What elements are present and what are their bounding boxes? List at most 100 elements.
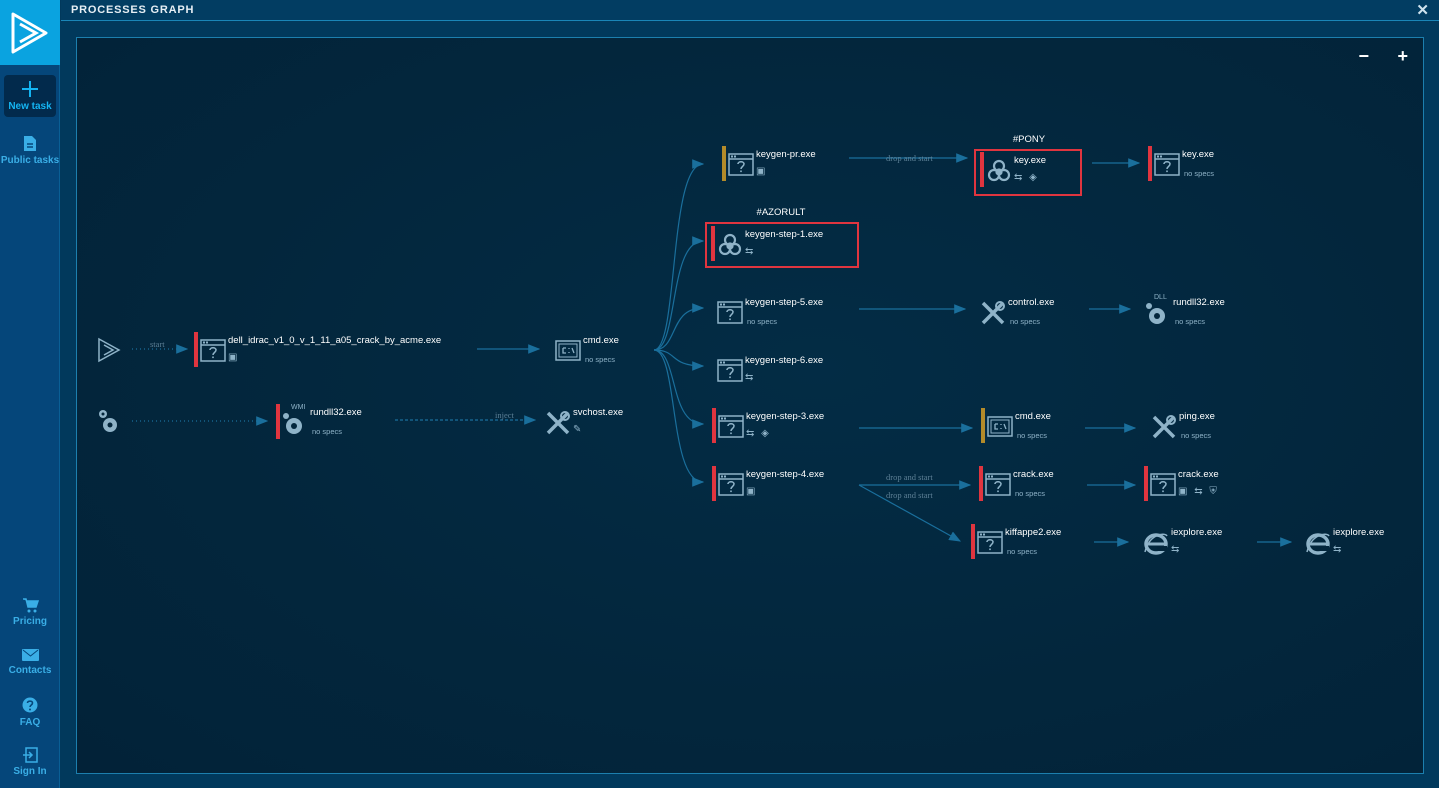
pricing-button[interactable]: Pricing: [0, 597, 60, 627]
faq-button[interactable]: FAQ: [0, 697, 60, 728]
process-name: rundll32.exe: [310, 407, 362, 418]
process-name: key.exe: [1182, 149, 1215, 160]
process-node[interactable]: cmd.exe no specs: [549, 332, 749, 368]
process-name: ping.exe: [1179, 411, 1215, 422]
process-node[interactable]: iexplore.exe ⇆: [1137, 524, 1337, 560]
threat-highlight-box: [705, 222, 859, 268]
process-graph-canvas[interactable]: − + #PONY #AZORULT start inject drop and…: [76, 37, 1424, 774]
process-name: cmd.exe: [1015, 411, 1051, 422]
window-question-icon: [717, 300, 743, 326]
zoom-in-button[interactable]: +: [1397, 46, 1408, 66]
process-node[interactable]: cmd.exe no specs: [981, 408, 1181, 444]
sidebar: New task Public tasks Pricing Contacts F…: [0, 0, 60, 788]
process-specs: no specs: [1175, 317, 1206, 326]
process-name: svchost.exe: [573, 407, 624, 418]
close-button[interactable]: ✕: [1416, 2, 1429, 19]
threat-level-bar: [711, 226, 715, 261]
process-badges: ▣: [756, 166, 768, 177]
plus-icon: [22, 81, 38, 97]
window-question-icon: [985, 472, 1011, 498]
process-badges: ⇆: [1333, 544, 1344, 555]
process-badges: ▣: [746, 486, 758, 497]
edge-label-drop-and-start: drop and start: [886, 472, 933, 482]
process-badges: ⇆: [745, 372, 756, 383]
panel-header: PROCESSES GRAPH ✕: [61, 0, 1439, 21]
process-name: cmd.exe: [583, 335, 619, 346]
sign-in-button[interactable]: Sign In: [0, 747, 60, 777]
cmd-icon: [987, 414, 1013, 440]
start-icon: [97, 337, 121, 368]
faq-label: FAQ: [19, 717, 41, 728]
process-specs: no specs: [1017, 431, 1048, 440]
edge-label-drop-and-start: drop and start: [886, 490, 933, 500]
process-node[interactable]: keygen-step-6.exe⇆: [711, 352, 911, 388]
contacts-button[interactable]: Contacts: [0, 648, 60, 676]
contacts-label: Contacts: [8, 665, 52, 676]
process-node[interactable]: crack.exe no specs: [979, 466, 1179, 502]
process-name: key.exe: [1014, 155, 1047, 166]
process-node[interactable]: iexplore.exe ⇆: [1299, 524, 1423, 560]
process-badges: ⇆: [1171, 544, 1182, 555]
logo[interactable]: [0, 0, 60, 65]
process-name: keygen-pr.exe: [756, 149, 816, 160]
process-node[interactable]: keygen-step-4.exe▣: [712, 466, 912, 502]
pricing-label: Pricing: [13, 616, 47, 627]
process-name: rundll32.exe: [1173, 297, 1225, 308]
tools-icon: [1151, 414, 1177, 440]
process-specs: no specs: [1015, 489, 1046, 498]
process-node[interactable]: keygen-step-3.exe ⇆ ◈: [712, 408, 912, 444]
process-node[interactable]: crack.exe▣ ⇆ ⛨: [1144, 466, 1344, 502]
graph-edge: [653, 349, 705, 429]
process-node[interactable]: key.exe ⇆ ◈: [980, 152, 1180, 188]
process-badges: ✎: [573, 424, 584, 435]
threat-level-bar: [722, 146, 726, 181]
public-tasks-button[interactable]: Public tasks: [0, 135, 60, 166]
graph-edge: [653, 159, 705, 351]
process-name: keygen-step-1.exe: [745, 229, 824, 240]
window-question-icon: [728, 152, 754, 178]
process-name: crack.exe: [1178, 469, 1219, 480]
threat-level-bar: [1144, 466, 1148, 501]
dll-gear-icon: DLL: [1145, 294, 1171, 326]
threat-level-bar: [971, 524, 975, 559]
wmi-label-icon: WMI: [291, 404, 306, 411]
window-question-icon: [200, 338, 226, 364]
process-name: iexplore.exe: [1333, 527, 1385, 538]
cmd-icon: [555, 338, 581, 364]
process-specs: no specs: [1010, 317, 1041, 326]
tools-icon: [980, 300, 1006, 326]
process-node[interactable]: svchost.exe ✎: [539, 404, 739, 440]
process-name: iexplore.exe: [1171, 527, 1223, 538]
process-badges: ⇆: [745, 246, 756, 257]
process-badges: ▣: [228, 352, 240, 363]
process-badges: ⇆ ◈: [746, 428, 771, 439]
graph-edge: [653, 349, 705, 371]
process-node[interactable]: keygen-step-1.exe ⇆: [711, 226, 911, 262]
threat-level-bar: [194, 332, 198, 367]
window-question-icon: [717, 358, 743, 384]
threat-level-bar: [712, 466, 716, 501]
process-specs: no specs: [585, 355, 616, 364]
process-name: keygen-step-5.exe: [745, 297, 824, 308]
threat-level-bar: [276, 404, 280, 439]
malware-tag-pony: #PONY: [1012, 134, 1046, 145]
new-task-button[interactable]: New task: [4, 75, 56, 117]
zoom-out-button[interactable]: −: [1358, 46, 1369, 66]
threat-highlight-box: [974, 149, 1082, 196]
threat-level-bar: [981, 408, 985, 443]
process-node[interactable]: keygen-pr.exe ▣: [722, 146, 922, 182]
public-tasks-label: Public tasks: [0, 155, 60, 166]
process-node[interactable]: dell_idrac_v1_0_v_1_11_a05_crack_by_acme…: [194, 332, 441, 368]
process-name: dell_idrac_v1_0_v_1_11_a05_crack_by_acme…: [228, 335, 442, 346]
process-badges: ⇆ ◈: [1014, 172, 1039, 183]
process-specs: no specs: [1007, 547, 1038, 556]
process-name: crack.exe: [1013, 469, 1054, 480]
process-name: keygen-step-3.exe: [746, 411, 825, 422]
